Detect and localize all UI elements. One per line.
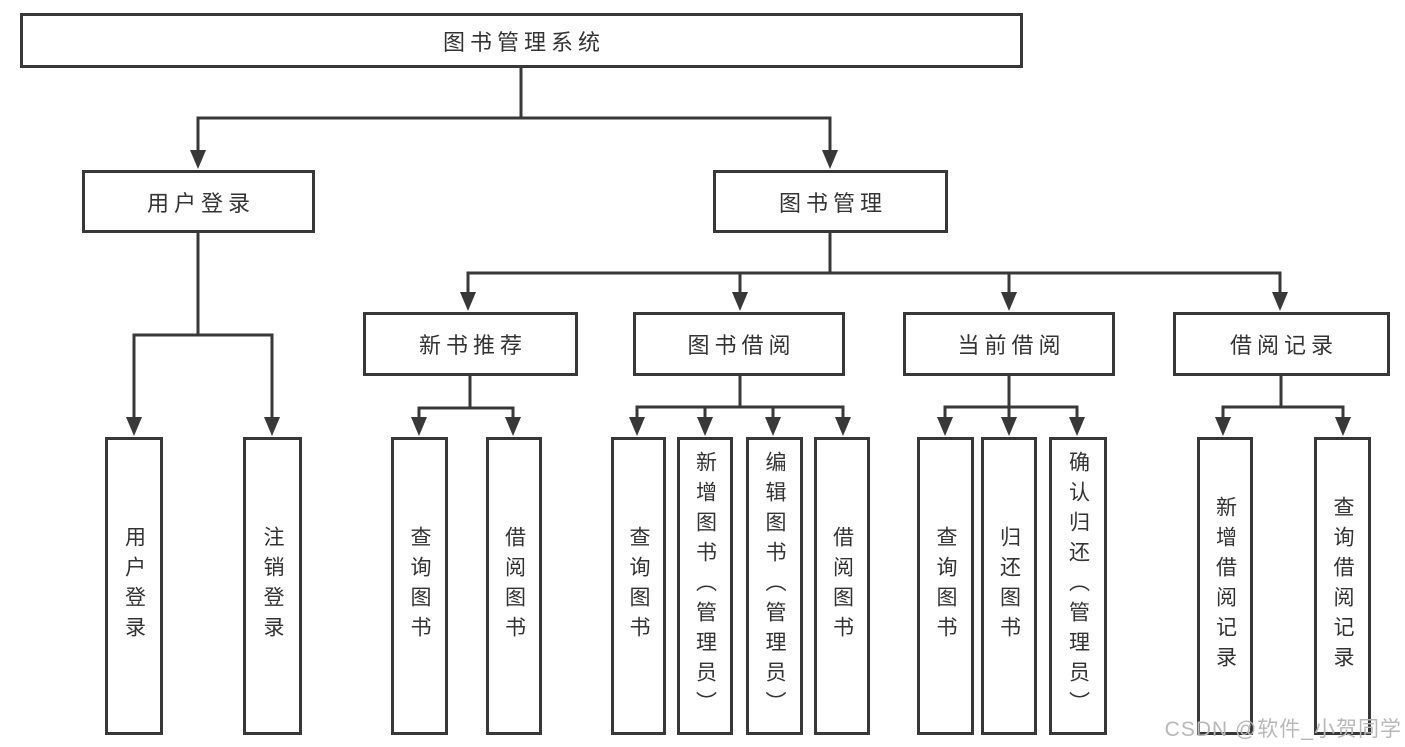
arrowhead <box>629 417 645 436</box>
arrowhead <box>126 417 142 436</box>
leaf-borrow-book-2-label: 借阅图书 <box>830 526 854 646</box>
leaf-edit-book: 编辑图书（管理员） <box>746 437 803 735</box>
leaf-user-login: 用户登录 <box>105 437 163 735</box>
node-borrow-records: 借阅记录 <box>1173 312 1390 376</box>
leaf-return-book: 归还图书 <box>981 437 1037 735</box>
connector-current-borrow-to-leaves <box>937 374 1085 436</box>
arrowhead <box>732 292 748 311</box>
leaf-logout-label: 注销登录 <box>261 526 285 646</box>
leaf-user-login-label: 用户登录 <box>122 526 146 646</box>
leaf-query-book-1: 查询图书 <box>391 437 448 735</box>
node-root-label: 图书管理系统 <box>442 29 605 55</box>
node-user-login: 用户登录 <box>82 170 315 233</box>
arrowhead <box>505 417 521 436</box>
arrowhead <box>822 150 838 169</box>
connector-root-to-level2 <box>190 66 838 169</box>
connector-user-login-to-leaves <box>126 231 280 436</box>
leaf-confirm-return-label: 确认归还（管理员） <box>1066 451 1090 721</box>
leaf-add-borrow-record: 新增借阅记录 <box>1197 437 1253 735</box>
leaf-add-book: 新增图书（管理员） <box>677 437 733 735</box>
csdn-watermark: CSDN @软件_小贺同学 <box>1164 718 1402 741</box>
connector-book-borrow-to-leaves <box>629 374 851 436</box>
node-new-book-rec: 新书推荐 <box>363 312 578 376</box>
node-new-book-rec-label: 新书推荐 <box>418 333 527 358</box>
leaf-add-borrow-record-label: 新增借阅记录 <box>1213 496 1237 676</box>
arrowhead <box>765 417 781 436</box>
leaf-query-book-2-label: 查询图书 <box>627 526 651 646</box>
arrowhead <box>835 417 851 436</box>
leaf-query-book-3: 查询图书 <box>917 437 974 735</box>
arrowhead <box>264 417 280 436</box>
node-current-borrow: 当前借阅 <box>903 312 1115 376</box>
arrowhead <box>1272 292 1288 311</box>
leaf-logout: 注销登录 <box>243 437 302 735</box>
leaf-edit-book-label: 编辑图书（管理员） <box>763 451 787 721</box>
leaf-borrow-book-2: 借阅图书 <box>814 437 870 735</box>
leaf-confirm-return: 确认归还（管理员） <box>1049 437 1107 735</box>
leaf-query-book-2: 查询图书 <box>611 437 666 735</box>
leaf-add-book-label: 新增图书（管理员） <box>693 451 717 721</box>
node-book-borrow-label: 图书借阅 <box>687 333 796 358</box>
node-current-borrow-label: 当前借阅 <box>957 333 1066 358</box>
node-book-mgmt-label: 图书管理 <box>778 190 887 216</box>
leaf-query-borrow-record-label: 查询借阅记录 <box>1331 496 1355 676</box>
arrowhead <box>1001 417 1017 436</box>
connector-new-book-rec-to-leaves <box>411 374 521 436</box>
arrowhead <box>460 292 476 311</box>
arrowhead <box>1215 417 1231 436</box>
arrowhead <box>190 150 206 169</box>
leaf-borrow-book-1-label: 借阅图书 <box>502 526 526 646</box>
connector-book-mgmt-to-level3 <box>460 231 1288 311</box>
node-root: 图书管理系统 <box>20 13 1023 68</box>
node-user-login-label: 用户登录 <box>146 190 255 216</box>
node-borrow-records-label: 借阅记录 <box>1229 333 1338 358</box>
arrowhead <box>697 417 713 436</box>
leaf-return-book-label: 归还图书 <box>997 526 1021 646</box>
arrowhead <box>1069 417 1085 436</box>
node-book-mgmt: 图书管理 <box>713 170 948 233</box>
node-book-borrow: 图书借阅 <box>633 312 845 376</box>
connector-borrow-records-to-leaves <box>1215 374 1351 436</box>
arrowhead <box>937 417 953 436</box>
arrowhead <box>411 417 427 436</box>
leaf-query-book-3-label: 查询图书 <box>934 526 958 646</box>
arrowhead <box>1001 292 1017 311</box>
leaf-query-book-1-label: 查询图书 <box>408 526 432 646</box>
arrowhead <box>1335 417 1351 436</box>
leaf-borrow-book-1: 借阅图书 <box>486 437 542 735</box>
leaf-query-borrow-record: 查询借阅记录 <box>1314 437 1371 735</box>
